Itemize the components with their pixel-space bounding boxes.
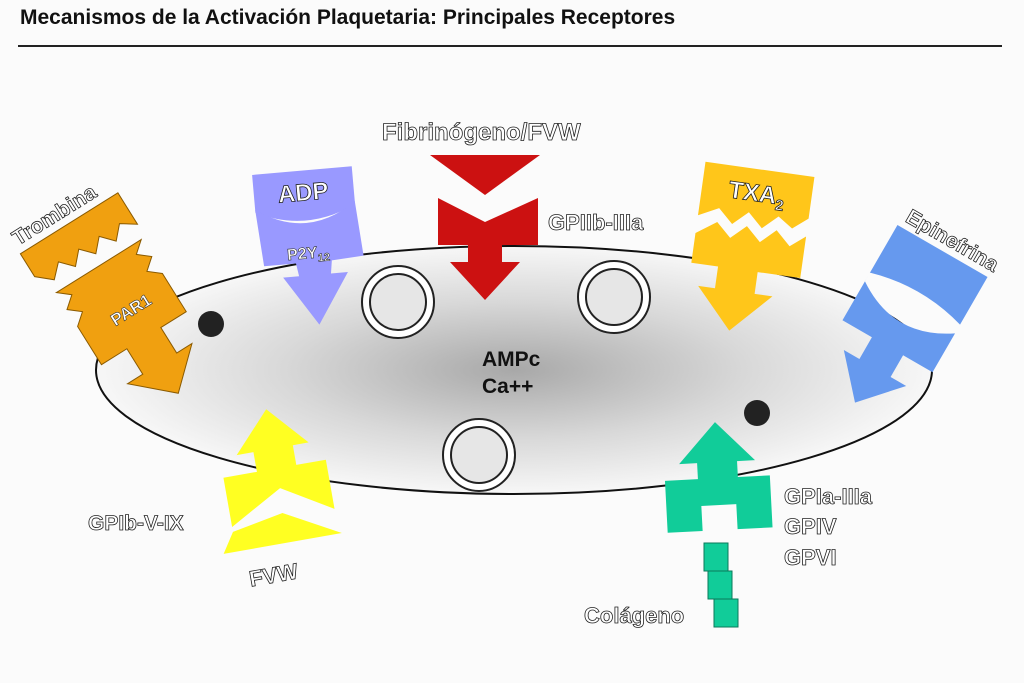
- title-divider: [18, 45, 1002, 47]
- slide-title: Mecanismos de la Activación Plaquetaria:…: [20, 6, 676, 29]
- dense-body: [744, 400, 770, 426]
- p2y12-label: P2Y12: [287, 244, 331, 268]
- gpiv-label: GPIV: [784, 514, 837, 539]
- trombina-ligand: [19, 192, 139, 281]
- gpia-iiia-label: GPIa-IIIa: [784, 484, 873, 509]
- dense-body: [198, 311, 224, 337]
- granule: [361, 265, 435, 339]
- p2y12-receptor: [255, 201, 364, 325]
- p2y12-base: P2Y: [287, 245, 319, 265]
- center-ampc: AMPc: [482, 348, 541, 371]
- adp-receptor-group: ADP P2Y12: [252, 166, 364, 325]
- txa2-label: TXA2: [726, 176, 786, 215]
- txa2-sub: 2: [774, 197, 785, 215]
- epinefrina-receptor: [842, 225, 988, 403]
- adp-ligand: [252, 166, 356, 221]
- gpvi-label: GPVI: [784, 545, 837, 570]
- fvw-ligand: [223, 513, 342, 554]
- fvw-receptor-group: FVW: [223, 409, 342, 592]
- gpib-v-ix-receptor: [223, 409, 335, 527]
- colageno-label: Colágeno: [584, 603, 684, 628]
- txa2-receptor-group: TXA2: [691, 161, 815, 331]
- fibrinogeno-ligand: [430, 155, 540, 195]
- center-ca: Ca++: [482, 375, 533, 398]
- gpib-v-ix-label: GPIb-V-IX: [88, 512, 184, 535]
- fibrinogeno-label: Fibrinógeno/FVW: [382, 119, 581, 146]
- gpia-iiia-receptor: [664, 422, 773, 533]
- adp-label: ADP: [277, 177, 330, 208]
- par1-receptor: [54, 238, 193, 394]
- fvw-label: FVW: [247, 558, 300, 591]
- p2y12-sub: 12: [317, 252, 330, 265]
- gpiib-iiia-receptor: [438, 198, 538, 300]
- granule: [577, 260, 651, 334]
- colageno-ligand: [703, 542, 739, 628]
- fibrinogeno-receptor-group: Fibrinógeno/FVW GPIIb-IIIa: [382, 119, 645, 300]
- granule: [442, 418, 516, 492]
- colageno-receptor-group: [664, 422, 773, 533]
- txa2-receptor: [691, 221, 807, 331]
- txa2-ligand: [697, 161, 815, 229]
- gpiib-iiia-label: GPIIb-IIIa: [548, 210, 644, 235]
